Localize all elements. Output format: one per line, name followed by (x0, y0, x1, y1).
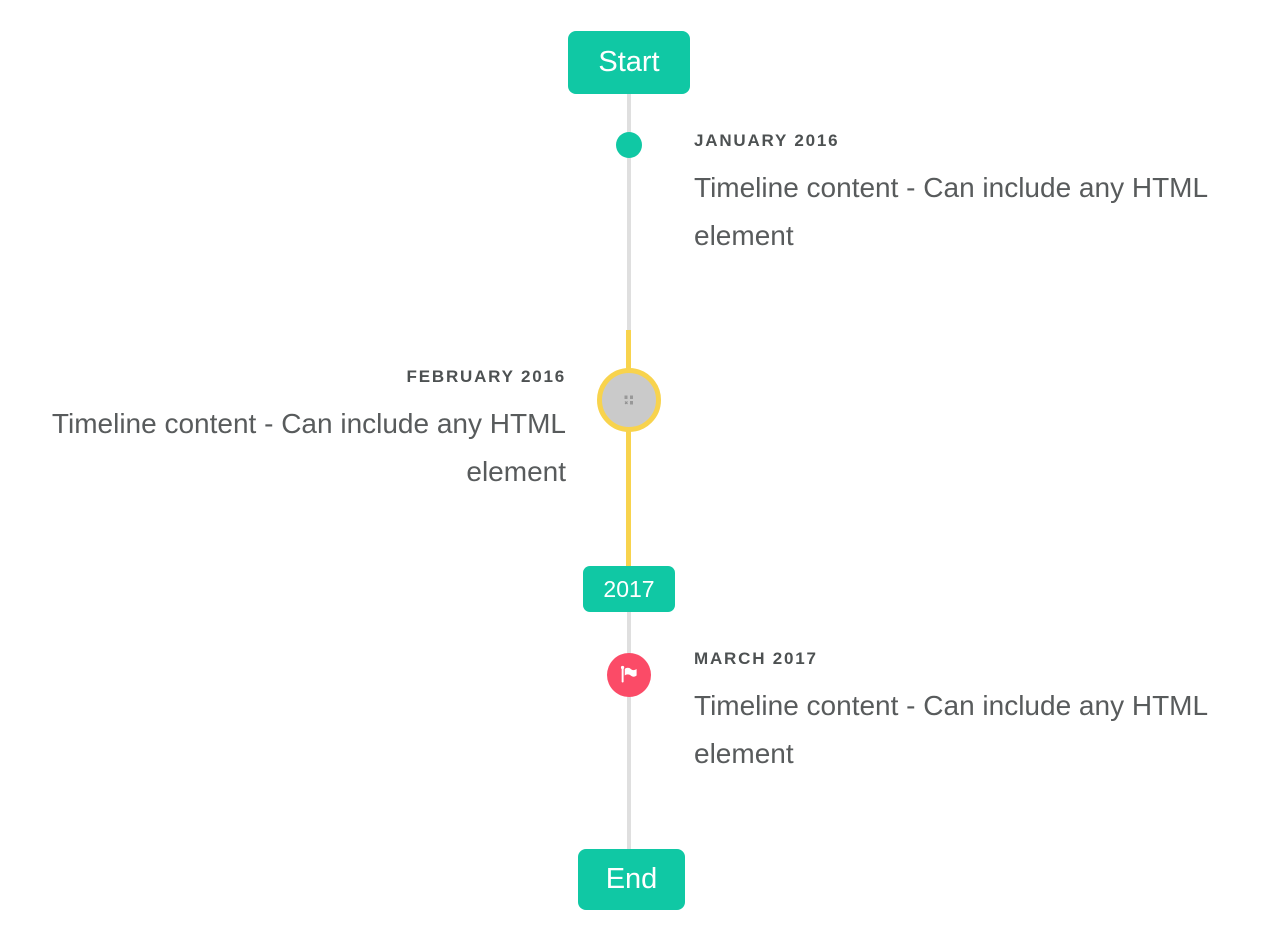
broken-image-icon (621, 393, 637, 407)
timeline-marker-february[interactable] (597, 368, 661, 432)
timeline-entry-february[interactable]: FEBRUARY 2016 Timeline content - Can inc… (36, 367, 566, 496)
entry-title-march: MARCH 2017 (694, 649, 818, 668)
entry-content-february: Timeline content - Can include any HTML … (51, 408, 566, 487)
start-badge: Start (568, 31, 690, 94)
timeline-entry-march[interactable]: MARCH 2017 Timeline content - Can includ… (694, 649, 1224, 778)
timeline-entry-january[interactable]: JANUARY 2016 Timeline content - Can incl… (694, 131, 1224, 260)
timeline-marker-january[interactable] (616, 132, 642, 158)
timeline-marker-march[interactable] (607, 653, 651, 697)
timeline-highlight-segment (626, 330, 631, 566)
entry-content-january: Timeline content - Can include any HTML … (694, 172, 1208, 251)
entry-title-january: JANUARY 2016 (694, 131, 840, 150)
flag-icon (618, 664, 640, 686)
entry-title-february: FEBRUARY 2016 (406, 367, 566, 386)
year-badge: 2017 (583, 566, 675, 612)
entry-content-march: Timeline content - Can include any HTML … (694, 690, 1208, 769)
end-badge: End (578, 849, 685, 910)
